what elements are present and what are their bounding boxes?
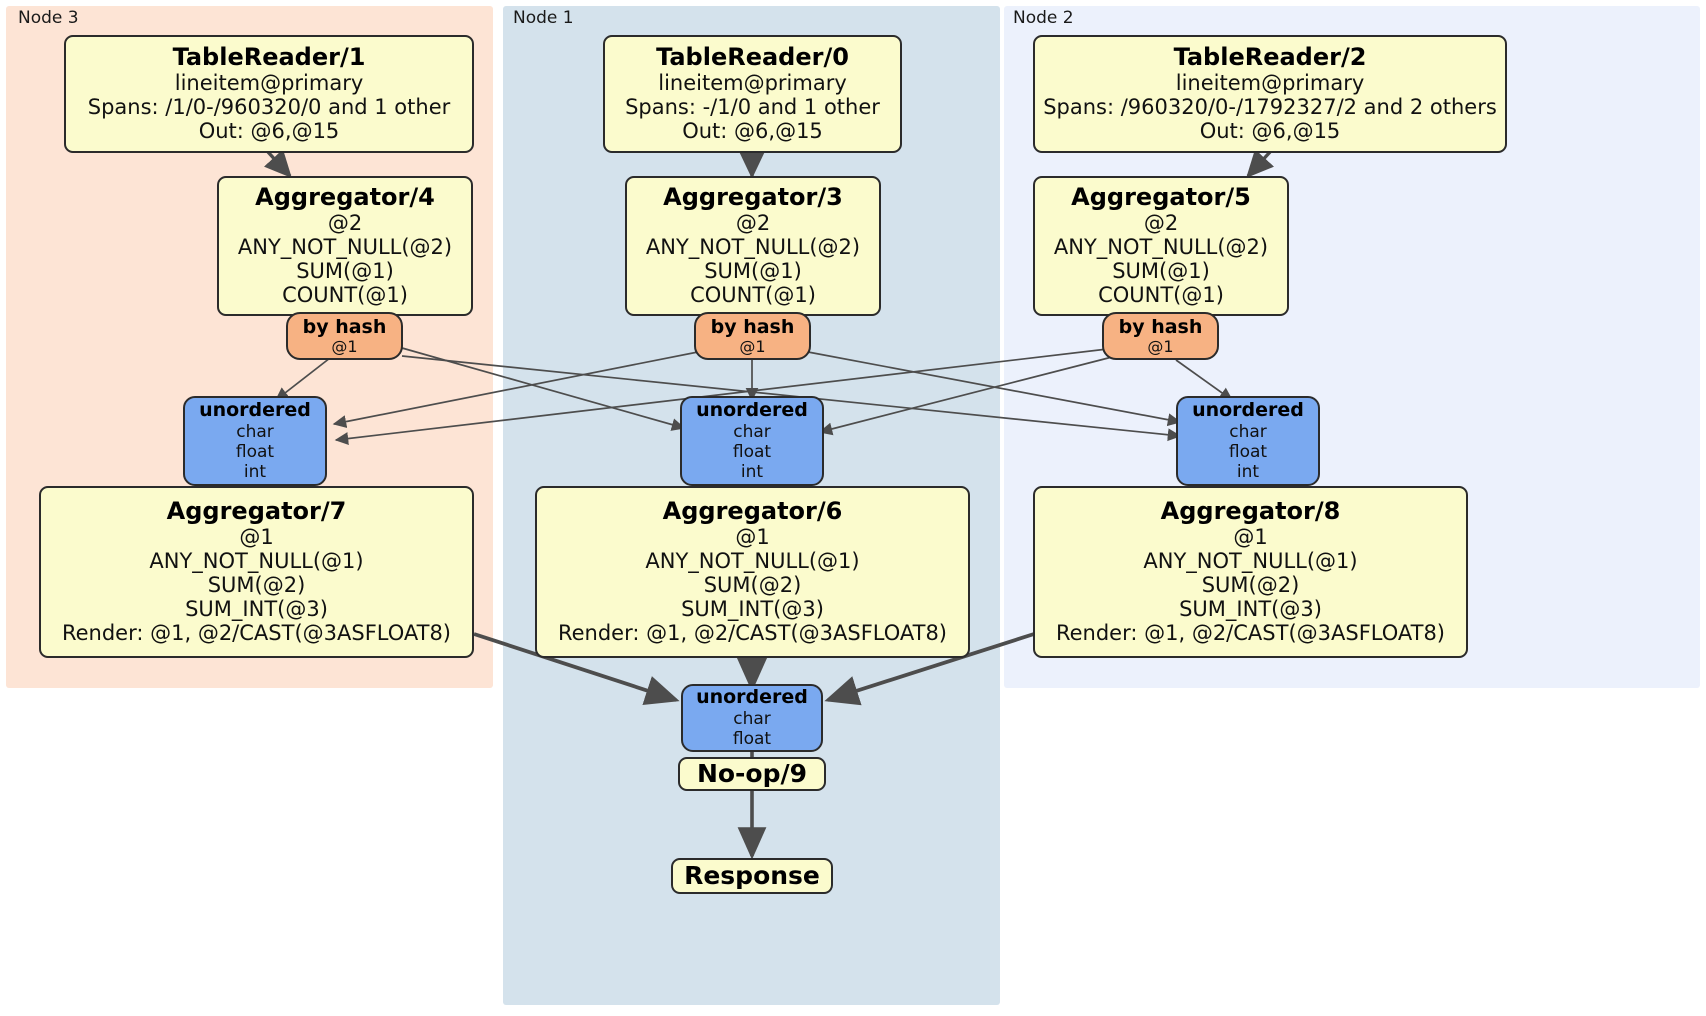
processor-table: lineitem@primary [658,70,847,95]
processor-func: SUM(@2) [1201,572,1300,597]
processor-table: lineitem@primary [1175,70,1365,95]
synchronizer-final[interactable]: unordered char float [681,684,823,752]
processor-func: COUNT(@1) [1098,282,1224,307]
processor-title: Aggregator/6 [662,497,843,526]
synchronizer-title: unordered [1192,399,1304,422]
router-columns: @1 [331,336,358,356]
processor-out: Out: @6,@15 [198,118,340,143]
processor-func: COUNT(@1) [282,282,408,307]
router-title: by hash [302,315,387,338]
processor-render: Render: @1, @2/CAST(@3ASFLOAT8) [61,620,452,645]
synchronizer-type: int [243,461,267,482]
router-title: by hash [1118,315,1203,338]
processor-render: Render: @1, @2/CAST(@3ASFLOAT8) [557,620,948,645]
processor-func: SUM_INT(@3) [185,596,328,621]
processor-func: SUM(@1) [296,258,394,283]
processor-title: Aggregator/8 [1160,497,1341,526]
processor-spans: Spans: /960320/0-/1792327/2 and 2 others [1043,94,1497,119]
processor-title: TableReader/1 [172,43,366,72]
synchronizer-type: int [740,461,764,482]
router-columns: @1 [739,336,766,356]
response-node[interactable]: Response [671,858,833,894]
processor-func: ANY_NOT_NULL(@2) [645,234,861,259]
synchronizer-title: unordered [696,399,808,422]
synchronizer-type: char [1229,421,1267,442]
router-node-3[interactable]: by hash @1 [286,312,403,360]
synchronizer-node-3[interactable]: unordered char float int [183,396,327,486]
node-panel-label-node-2: Node 2 [1013,8,1074,28]
processor-spans: Spans: -/1/0 and 1 other [625,94,880,119]
processor-title: No-op/9 [696,758,808,788]
synchronizer-node-2[interactable]: unordered char float int [1176,396,1320,486]
processor-aggregator-6[interactable]: Aggregator/6 @1 ANY_NOT_NULL(@1) SUM(@2)… [535,486,970,658]
router-node-2[interactable]: by hash @1 [1102,312,1219,360]
processor-func: SUM(@2) [703,572,802,597]
synchronizer-type: char [733,421,771,442]
processor-tablereader-2[interactable]: TableReader/2 lineitem@primary Spans: /9… [1033,35,1507,153]
synchronizer-type: float [732,441,772,462]
processor-group: @1 [1233,524,1268,549]
processor-title: TableReader/0 [656,43,849,72]
synchronizer-type: float [235,441,275,462]
router-columns: @1 [1147,336,1174,356]
router-title: by hash [710,315,795,338]
processor-func: SUM(@2) [207,572,306,597]
processor-func: SUM_INT(@3) [1179,596,1322,621]
node-panel-label-node-1: Node 1 [513,8,574,28]
processor-func: ANY_NOT_NULL(@2) [237,234,453,259]
synchronizer-type: char [236,421,274,442]
synchronizer-type: char [733,708,771,729]
processor-func: SUM_INT(@3) [681,596,824,621]
processor-tablereader-0[interactable]: TableReader/0 lineitem@primary Spans: -/… [603,35,902,153]
processor-spans: Spans: /1/0-/960320/0 and 1 other [87,94,451,119]
processor-func: ANY_NOT_NULL(@1) [149,548,364,573]
processor-no-op-9[interactable]: No-op/9 [678,757,826,791]
processor-func: COUNT(@1) [690,282,816,307]
processor-func: ANY_NOT_NULL(@1) [1143,548,1358,573]
processor-title: TableReader/2 [1173,43,1367,72]
processor-render: Render: @1, @2/CAST(@3ASFLOAT8) [1055,620,1446,645]
processor-group: @2 [327,210,363,235]
processor-aggregator-5[interactable]: Aggregator/5 @2 ANY_NOT_NULL(@2) SUM(@1)… [1033,176,1289,316]
processor-title: Aggregator/5 [1071,183,1251,212]
processor-group: @2 [735,210,771,235]
processor-out: Out: @6,@15 [1199,118,1341,143]
processor-title: Aggregator/3 [663,183,843,212]
processor-aggregator-8[interactable]: Aggregator/8 @1 ANY_NOT_NULL(@1) SUM(@2)… [1033,486,1468,658]
node-panel-label-node-3: Node 3 [18,8,79,28]
processor-out: Out: @6,@15 [682,118,823,143]
processor-func: SUM(@1) [704,258,802,283]
processor-group: @1 [239,524,274,549]
processor-title: Aggregator/7 [166,497,347,526]
processor-func: SUM(@1) [1112,258,1210,283]
synchronizer-type: float [732,728,772,749]
processor-group: @1 [735,524,770,549]
processor-table: lineitem@primary [174,70,364,95]
synchronizer-type: float [1228,441,1268,462]
synchronizer-title: unordered [696,686,808,709]
synchronizer-type: int [1236,461,1260,482]
processor-func: ANY_NOT_NULL(@1) [645,548,860,573]
processor-aggregator-3[interactable]: Aggregator/3 @2 ANY_NOT_NULL(@2) SUM(@1)… [625,176,881,316]
processor-func: ANY_NOT_NULL(@2) [1053,234,1269,259]
router-node-1[interactable]: by hash @1 [694,312,811,360]
processor-aggregator-7[interactable]: Aggregator/7 @1 ANY_NOT_NULL(@1) SUM(@2)… [39,486,474,658]
processor-tablereader-1[interactable]: TableReader/1 lineitem@primary Spans: /1… [64,35,474,153]
processor-title: Aggregator/4 [255,183,435,212]
processor-group: @2 [1143,210,1179,235]
synchronizer-node-1[interactable]: unordered char float int [680,396,824,486]
processor-aggregator-4[interactable]: Aggregator/4 @2 ANY_NOT_NULL(@2) SUM(@1)… [217,176,473,316]
synchronizer-title: unordered [199,399,311,422]
response-title: Response [684,860,820,890]
